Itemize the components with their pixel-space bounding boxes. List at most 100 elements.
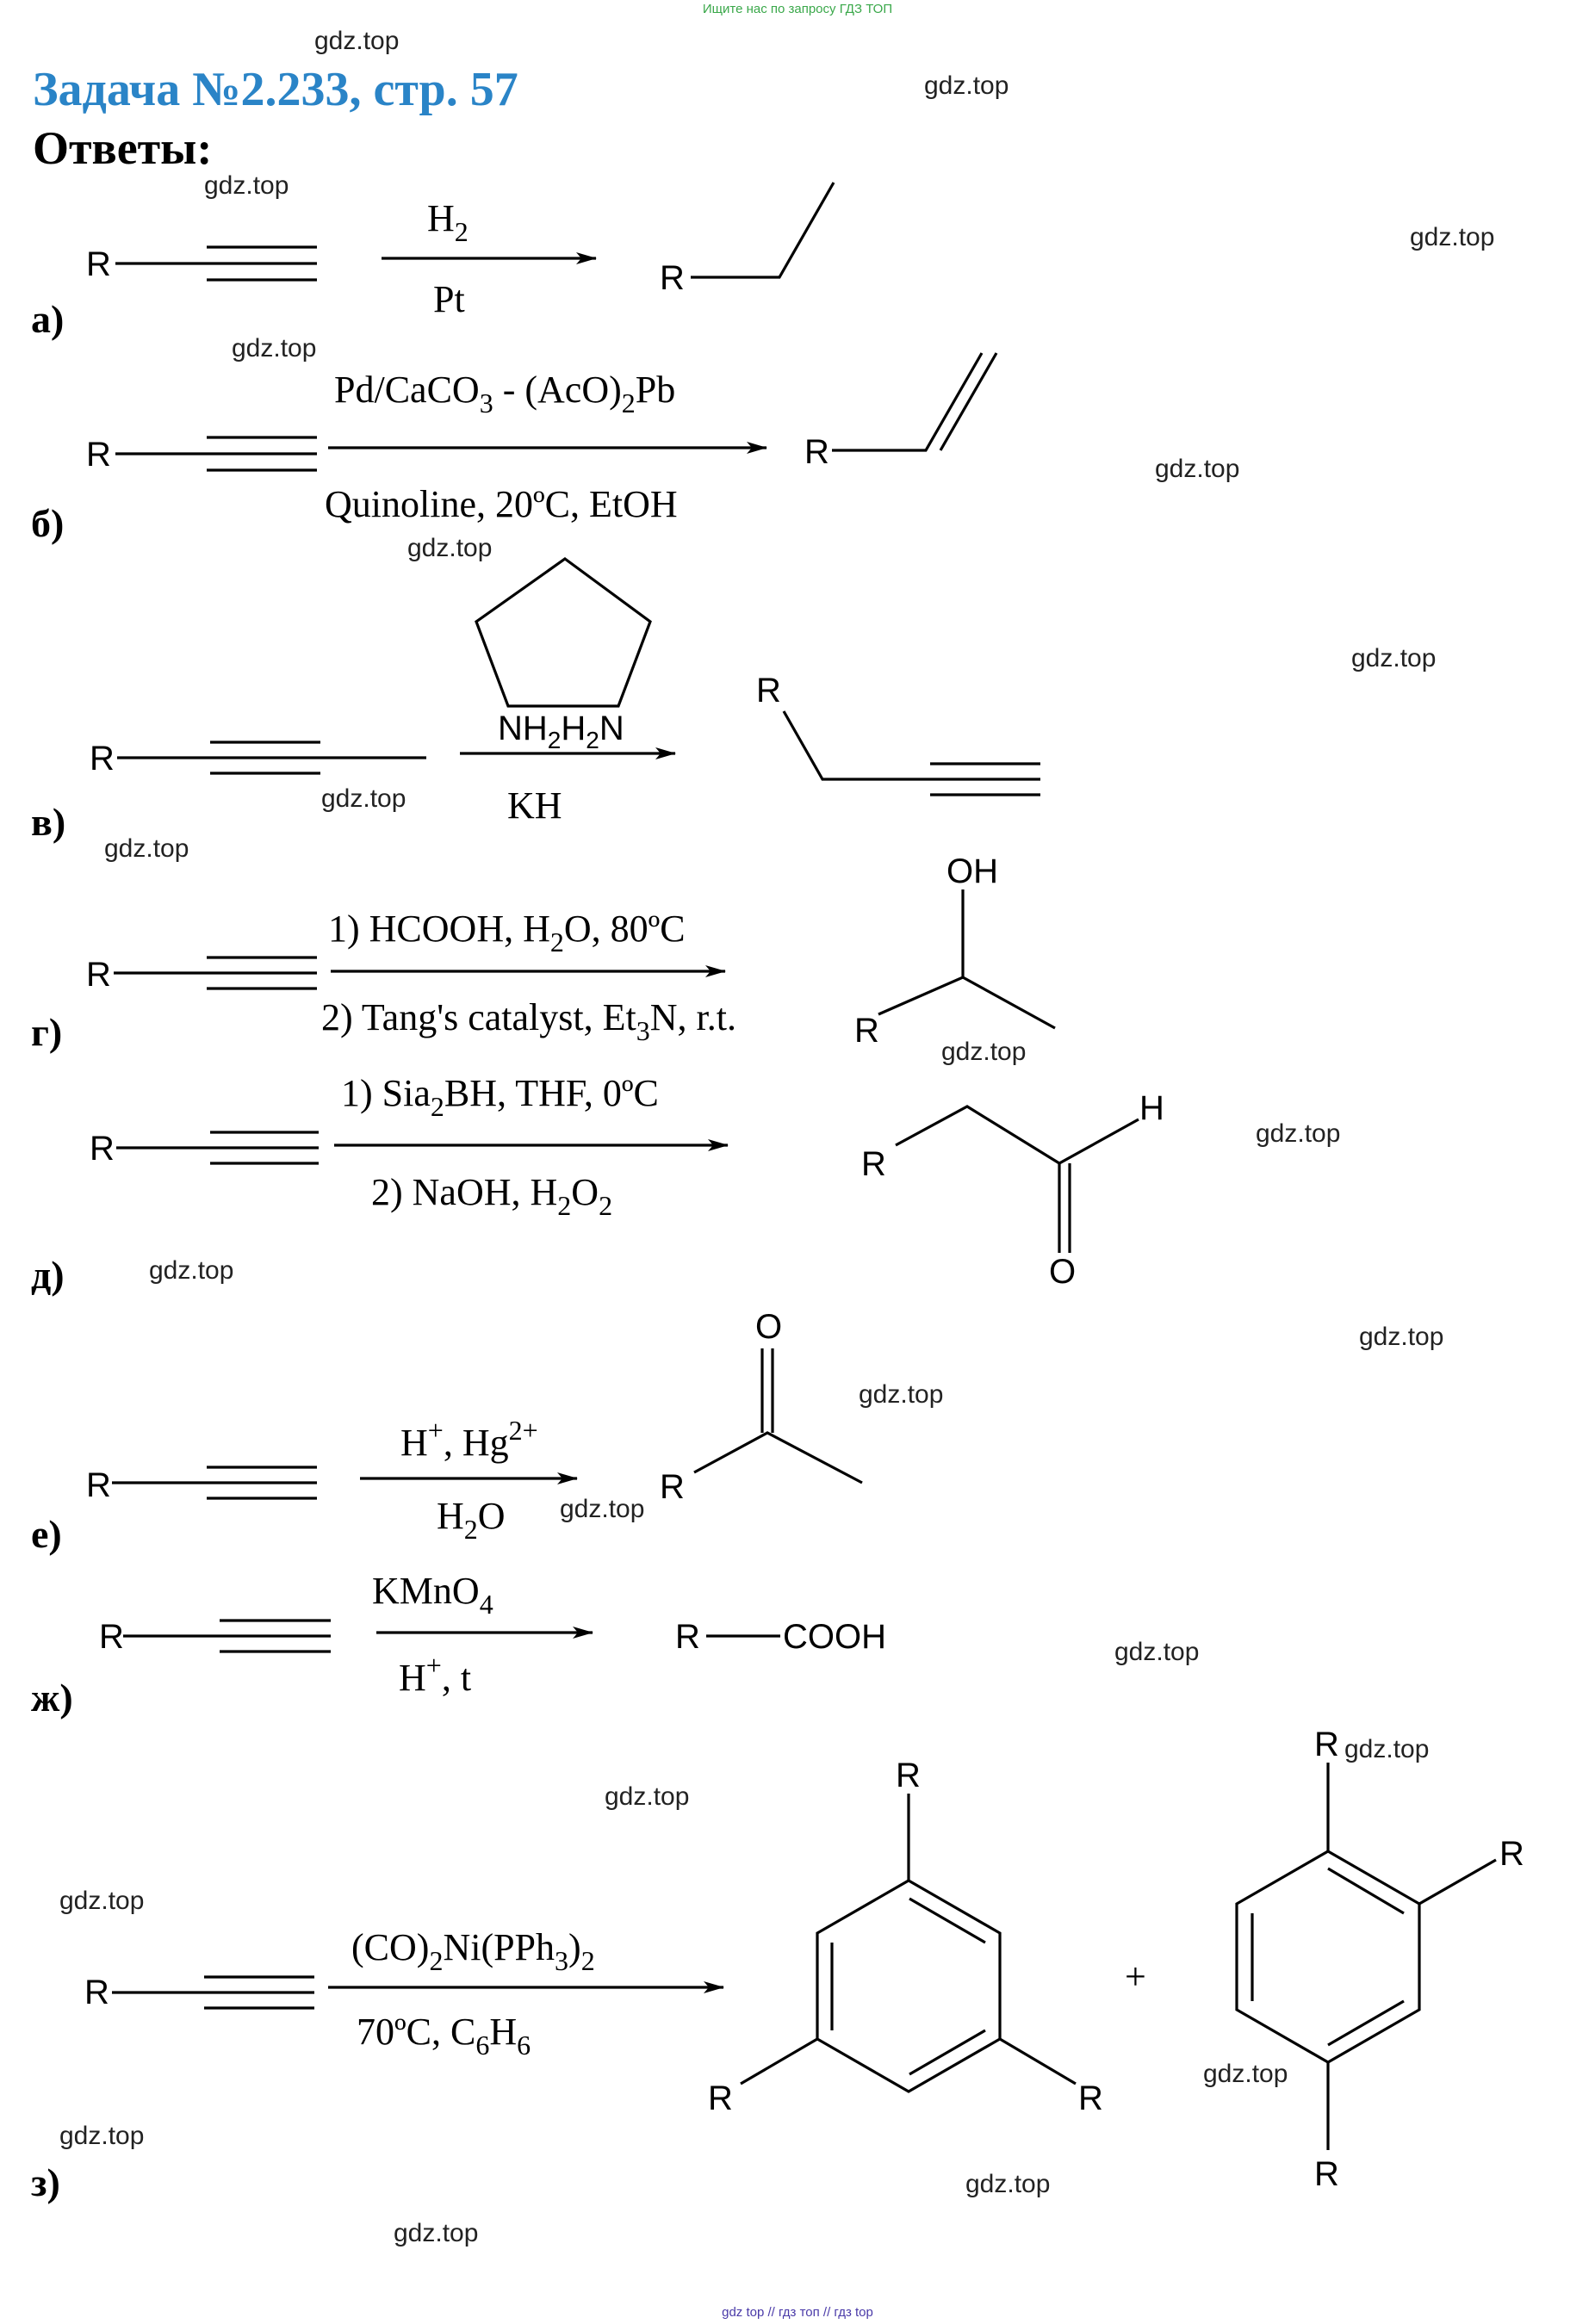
r-group: R <box>86 436 111 474</box>
aromatic-double-bonds <box>1251 1867 1405 2047</box>
watermark: gdz.top <box>1344 1735 1429 1763</box>
r-group: R <box>99 1618 124 1656</box>
watermark: gdz.top <box>1114 1638 1199 1666</box>
r-group: R <box>708 2079 733 2117</box>
watermark: gdz.top <box>314 27 399 55</box>
watermark: gdz.top <box>394 2219 478 2247</box>
watermark: gdz.top <box>204 171 289 200</box>
watermark: gdz.top <box>149 1256 233 1285</box>
watermark: gdz.top <box>59 1887 144 1915</box>
r-group: R <box>804 433 829 471</box>
triple-bond <box>115 245 317 282</box>
hydrogen-label: H <box>1139 1089 1164 1127</box>
watermark: gdz.top <box>321 784 406 813</box>
carboxyl-label: COOH <box>783 1618 886 1656</box>
bonds <box>112 182 1497 2150</box>
item-label-b: б) <box>31 501 64 545</box>
oxygen-label: O <box>755 1308 782 1346</box>
reagent-d-bottom: 2) NaOH, H2O2 <box>371 1171 612 1221</box>
r-group: R <box>660 1468 685 1506</box>
r-group: R <box>1314 1726 1339 1763</box>
reagent-d-top: 1) Sia2BH, THF, 0ºC <box>341 1072 659 1122</box>
watermark: gdz.top <box>859 1380 943 1409</box>
r-group: R <box>861 1145 886 1183</box>
r-group: R <box>1314 2155 1339 2193</box>
r-group: R <box>86 1466 111 1504</box>
atom-labels: R R R R R R R R OH R R H O R R O R R COO… <box>84 245 1524 2193</box>
watermark: gdz.top <box>1351 644 1436 672</box>
r-group: R <box>854 1012 879 1050</box>
r-group: R <box>1078 2079 1103 2117</box>
r-group: R <box>660 259 685 297</box>
triple-bond <box>116 1131 319 1165</box>
r-group: R <box>84 1974 109 2011</box>
watermark: gdz.top <box>1359 1323 1443 1351</box>
ketone-product <box>693 1348 863 1484</box>
reagent-b-bottom: Quinoline, 20ºC, EtOH <box>325 483 678 525</box>
r-group: R <box>90 740 115 778</box>
triple-bond <box>123 1619 331 1653</box>
pyrrolidine-ring <box>475 557 652 708</box>
bottom-banner[interactable]: gdz top // гдз топ // гдз top <box>722 2305 873 2320</box>
watermark: gdz.top <box>59 2122 144 2150</box>
reagent-a-top: H2 <box>427 197 469 247</box>
reagent-z-bottom: 70ºC, C6H6 <box>357 2011 531 2061</box>
item-label-e: е) <box>31 1512 62 1556</box>
reagent-b-top: Pd/CaCO3 - (AcO)2Pb <box>334 369 675 418</box>
watermark: gdz.top <box>232 334 316 363</box>
r-group: R <box>86 245 111 283</box>
item-label-d: д) <box>31 1253 65 1297</box>
item-label-zh: ж) <box>31 1676 73 1720</box>
watermark: gdz.top <box>1256 1119 1340 1148</box>
substituent-bonds <box>740 1794 1077 2085</box>
plus-sign: + <box>1125 1955 1146 1998</box>
watermark: gdz.top <box>1155 455 1239 483</box>
pyrrolidine-nitrogen-label: NH2H2N <box>498 710 624 753</box>
reagent-g-top: 1) HCOOH, H2O, 80ºC <box>328 908 686 957</box>
triple-bond <box>117 741 426 775</box>
reagent-a-bottom: Pt <box>433 278 465 320</box>
reagent-z-top: (CO)2Ni(PPh3)2 <box>351 1926 595 1976</box>
triple-bond <box>112 1975 314 2010</box>
aldehyde-product <box>895 1105 1139 1253</box>
alcohol-product <box>878 889 1056 1030</box>
reagent-e-top: H+, Hg2+ <box>400 1415 538 1464</box>
watermark: gdz.top <box>407 534 492 562</box>
benzene-ring-124 <box>1235 1850 1421 2064</box>
item-label-z: з) <box>31 2160 60 2204</box>
alkene-chain <box>832 352 998 452</box>
triple-bond <box>114 956 317 990</box>
benzene-ring-135 <box>816 1879 1002 2093</box>
r-group: R <box>756 672 781 710</box>
watermark: gdz.top <box>104 834 189 863</box>
r-group: R <box>675 1618 700 1656</box>
answers-heading: Ответы: <box>33 122 212 174</box>
hydroxyl-label: OH <box>946 852 998 890</box>
substituent-bonds <box>1326 1763 1497 2150</box>
top-banner[interactable]: Ищите нас по запросу ГДЗ ТОП <box>703 2 892 16</box>
watermark: gdz.top <box>1203 2060 1288 2088</box>
reagent-v-bottom: KH <box>507 784 562 827</box>
item-labels: а) б) в) г) д) е) ж) з) <box>31 297 73 2204</box>
reagent-zh-top: KMnO4 <box>372 1570 493 1620</box>
reagent-e-bottom: H2O <box>437 1495 506 1545</box>
oxygen-label: O <box>1049 1253 1076 1291</box>
r-group: R <box>896 1757 921 1794</box>
watermark: gdz.top <box>924 71 1009 100</box>
r-group: R <box>1499 1835 1524 1873</box>
triple-bond <box>115 436 317 472</box>
watermarks: gdz.top gdz.top gdz.top gdz.top gdz.top … <box>59 27 1494 2247</box>
watermark: gdz.top <box>965 2170 1050 2198</box>
page-title: Задача №2.233, стр. 57 <box>33 63 518 116</box>
watermark: gdz.top <box>941 1038 1026 1066</box>
item-label-g: г) <box>31 1010 62 1054</box>
watermark: gdz.top <box>1410 223 1494 251</box>
alkyne-product <box>782 710 1040 796</box>
reagent-g-bottom: 2) Tang's catalyst, Et3N, r.t. <box>321 996 736 1046</box>
aromatic-double-bonds <box>830 1897 986 2076</box>
propyl-chain <box>691 182 835 279</box>
watermark: gdz.top <box>560 1495 644 1523</box>
reagent-zh-bottom: H+, t <box>399 1650 471 1699</box>
item-label-v: в) <box>31 800 65 844</box>
